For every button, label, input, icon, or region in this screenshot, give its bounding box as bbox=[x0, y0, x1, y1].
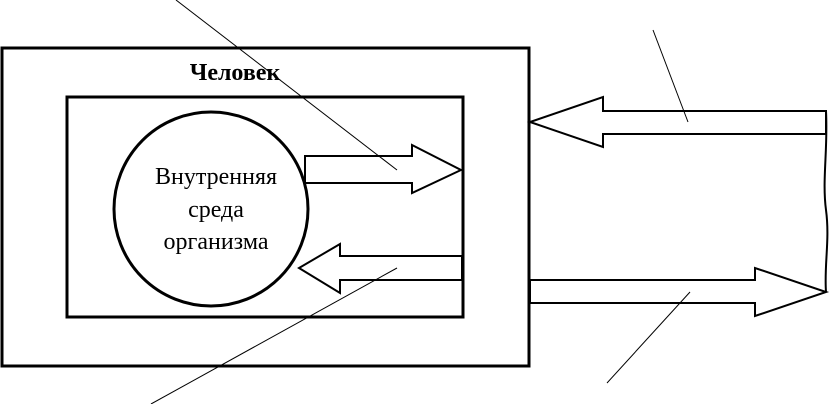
leader-line-bottom-right bbox=[606, 291, 691, 384]
arrow-inner-edge-to-circle bbox=[297, 242, 463, 295]
internal-environment-circle bbox=[112, 110, 310, 308]
leader-line-top-right bbox=[652, 29, 689, 123]
outer-box-human bbox=[0, 46, 531, 368]
external-boundary-wave bbox=[823, 110, 829, 293]
circle-line-3: организма bbox=[164, 229, 269, 255]
outer-box-label: Человек bbox=[190, 60, 281, 86]
arrow-circle-to-inner-edge bbox=[304, 143, 464, 195]
leader-line-bottom-left bbox=[150, 267, 398, 404]
arrow-human-to-external bbox=[529, 266, 830, 318]
inner-box bbox=[65, 95, 465, 319]
leader-line-top-left bbox=[175, 0, 398, 171]
circle-line-1: Внутренняя bbox=[155, 164, 277, 190]
arrow-external-to-human bbox=[526, 95, 827, 149]
circle-line-2: среда bbox=[188, 197, 244, 223]
